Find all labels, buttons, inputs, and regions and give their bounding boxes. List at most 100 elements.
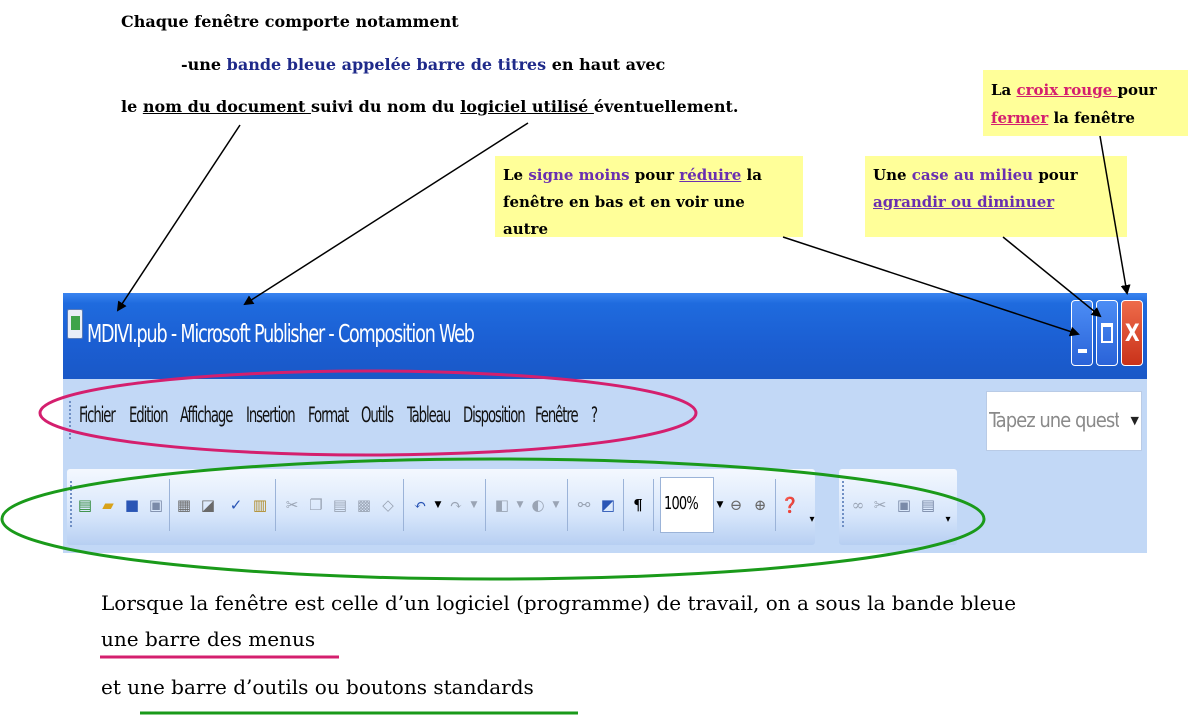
intro-line-2-suffix: en haut avec bbox=[546, 55, 666, 74]
close-callout: La croix rouge pour fermer la fenêtre bbox=[983, 70, 1188, 136]
minimize-callout: Le signe moins pour réduire la fenêtre e… bbox=[495, 156, 803, 238]
maximize-callout-a: Une bbox=[873, 166, 912, 184]
new-publication-icon[interactable]: ▤ bbox=[77, 496, 93, 514]
close-callout-a: La bbox=[991, 81, 1017, 99]
redo-icon[interactable]: ↷ bbox=[449, 496, 463, 514]
ask-question-input[interactable] bbox=[989, 398, 1119, 442]
title-bar-term: bande bleue appelée barre de titres bbox=[226, 55, 547, 74]
menu-edition[interactable]: Edition bbox=[129, 403, 168, 427]
arrange-dropdown-icon[interactable]: ▼ bbox=[516, 500, 524, 510]
pilcrow-icon[interactable]: ¶ bbox=[633, 496, 643, 514]
minimize-callout-reduce: réduire bbox=[679, 166, 742, 184]
close-icon: X bbox=[1124, 319, 1140, 347]
spelling-icon[interactable]: ✓ bbox=[229, 496, 243, 514]
web-page-alt-icon[interactable]: ▤ bbox=[920, 496, 936, 514]
permission-icon[interactable]: ▣ bbox=[148, 496, 164, 514]
arrow-to-minimize bbox=[782, 236, 1080, 337]
copy-icon[interactable]: ❐ bbox=[309, 496, 323, 514]
web-toolbar: ∞ ✂ ▣ ▤ ▾ bbox=[839, 469, 957, 545]
menu-outils[interactable]: Outils bbox=[361, 403, 394, 427]
toolbar-highlight bbox=[0, 457, 986, 581]
menu-insertion[interactable]: Insertion bbox=[246, 403, 296, 427]
web-toolbar-options-icon[interactable]: ▾ bbox=[945, 513, 951, 525]
cut-icon[interactable]: ✂ bbox=[285, 496, 299, 514]
close-button[interactable]: X bbox=[1121, 300, 1143, 366]
print-preview-icon[interactable]: ◪ bbox=[200, 496, 216, 514]
software-name-term: logiciel utilisé bbox=[460, 97, 594, 116]
unlink-icon[interactable]: ✂ bbox=[873, 496, 887, 514]
arrow-to-software-name bbox=[243, 122, 529, 306]
help-icon[interactable]: ❓ bbox=[780, 496, 800, 514]
minimize-callout-minus-sign: signe moins bbox=[528, 166, 630, 184]
intro-line-3-c: éventuellement. bbox=[593, 97, 739, 116]
intro-line-3-a: le bbox=[121, 97, 143, 116]
toolbar-grip[interactable] bbox=[70, 481, 73, 527]
menu-grip[interactable] bbox=[69, 401, 72, 439]
research-icon[interactable]: ▥ bbox=[252, 496, 268, 514]
toolbar-separator bbox=[567, 479, 568, 531]
toolbar-separator bbox=[169, 479, 170, 531]
toolbar-separator bbox=[275, 479, 276, 531]
standard-toolbar: ▤ ▰ ■ ▣ ▦ ◪ ✓ ▥ ✂ ❐ ▤ ▩ ◇ ↶ ▼ ↷ ▼ ◧ ▼ ◐ … bbox=[67, 469, 815, 545]
toolbar-separator bbox=[775, 479, 776, 531]
close-callout-close-word: fermer bbox=[991, 109, 1049, 127]
arrow-to-maximize bbox=[1002, 236, 1102, 318]
redo-dropdown-icon[interactable]: ▼ bbox=[470, 500, 478, 510]
menu-fenetre[interactable]: Fenêtre bbox=[535, 403, 579, 427]
undo-icon[interactable]: ↶ bbox=[413, 496, 427, 514]
web-preview-icon[interactable]: ◩ bbox=[600, 496, 616, 514]
maximize-callout-b: pour bbox=[1033, 166, 1078, 184]
web-page-icon[interactable]: ▣ bbox=[896, 496, 912, 514]
toolbar-separator bbox=[403, 479, 404, 531]
zoom-select[interactable]: 100% bbox=[660, 477, 714, 533]
minimize-callout-a: Le bbox=[503, 166, 529, 184]
save-icon[interactable]: ■ bbox=[124, 496, 140, 514]
paste-icon[interactable]: ▤ bbox=[332, 496, 348, 514]
print-icon[interactable]: ▦ bbox=[176, 496, 192, 514]
toolbar-options-icon[interactable]: ▾ bbox=[809, 513, 815, 525]
menu-affichage[interactable]: Affichage bbox=[180, 403, 233, 427]
menu-tableau[interactable]: Tableau bbox=[407, 403, 451, 427]
close-callout-red-cross: croix rouge bbox=[1016, 81, 1118, 99]
bottom-line-2: une barre des menus bbox=[101, 627, 316, 651]
menu-format[interactable]: Format bbox=[308, 403, 349, 427]
rotate-dropdown-icon[interactable]: ▼ bbox=[552, 500, 560, 510]
intro-line-3-b: suivi du nom du bbox=[310, 97, 461, 116]
bottom-line-3: et une barre d’outils ou boutons standar… bbox=[101, 675, 534, 699]
bring-to-front-icon[interactable]: ◧ bbox=[494, 496, 510, 514]
zoom-in-icon[interactable]: ⊕ bbox=[753, 496, 767, 514]
arrow-to-close bbox=[1099, 135, 1131, 295]
chevron-down-icon[interactable]: ▼ bbox=[1130, 414, 1139, 427]
arrow-to-document-name bbox=[116, 124, 241, 312]
hyperlink-icon[interactable]: ⚯ bbox=[577, 496, 591, 514]
maximize-callout-middle-box: case au milieu bbox=[911, 166, 1034, 184]
window-title: MDIVI.pub - Microsoft Publisher - Compos… bbox=[87, 319, 475, 348]
document-name-term: nom du document bbox=[142, 97, 311, 116]
minimize-icon bbox=[1078, 349, 1087, 353]
open-folder-icon[interactable]: ▰ bbox=[102, 496, 114, 514]
restore-icon bbox=[1101, 323, 1113, 343]
window-title-bar[interactable]: MDIVI.pub - Microsoft Publisher - Compos… bbox=[63, 293, 1147, 379]
eraser-icon[interactable]: ◇ bbox=[382, 496, 394, 514]
close-callout-b: pour bbox=[1117, 81, 1157, 99]
toolbar-grip[interactable] bbox=[842, 481, 845, 527]
format-painter-icon[interactable]: ▩ bbox=[356, 496, 372, 514]
menu-disposition[interactable]: Disposition bbox=[463, 403, 526, 427]
zoom-dropdown-icon[interactable]: ▼ bbox=[716, 500, 724, 510]
rotate-icon[interactable]: ◐ bbox=[531, 496, 545, 514]
ask-question-box: ▼ bbox=[986, 391, 1142, 451]
menu-help[interactable]: ? bbox=[591, 403, 598, 427]
link-icon[interactable]: ∞ bbox=[851, 496, 865, 514]
minimize-callout-c: la bbox=[741, 166, 762, 184]
publisher-app-icon[interactable] bbox=[67, 309, 83, 339]
intro-line-2-prefix: -une bbox=[181, 55, 227, 74]
toolbar-separator bbox=[623, 479, 624, 531]
intro-line-1: Chaque fenêtre comporte notamment bbox=[121, 12, 459, 31]
toolbar-area: ▤ ▰ ■ ▣ ▦ ◪ ✓ ▥ ✂ ❐ ▤ ▩ ◇ ↶ ▼ ↷ ▼ ◧ ▼ ◐ … bbox=[63, 465, 1147, 553]
minimize-callout-b: pour bbox=[629, 166, 680, 184]
zoom-out-icon[interactable]: ⊖ bbox=[729, 496, 743, 514]
undo-dropdown-icon[interactable]: ▼ bbox=[434, 500, 442, 510]
menu-fichier[interactable]: Fichier bbox=[79, 403, 116, 427]
intro-line-3: le nom du document suivi du nom du logic… bbox=[121, 97, 738, 116]
